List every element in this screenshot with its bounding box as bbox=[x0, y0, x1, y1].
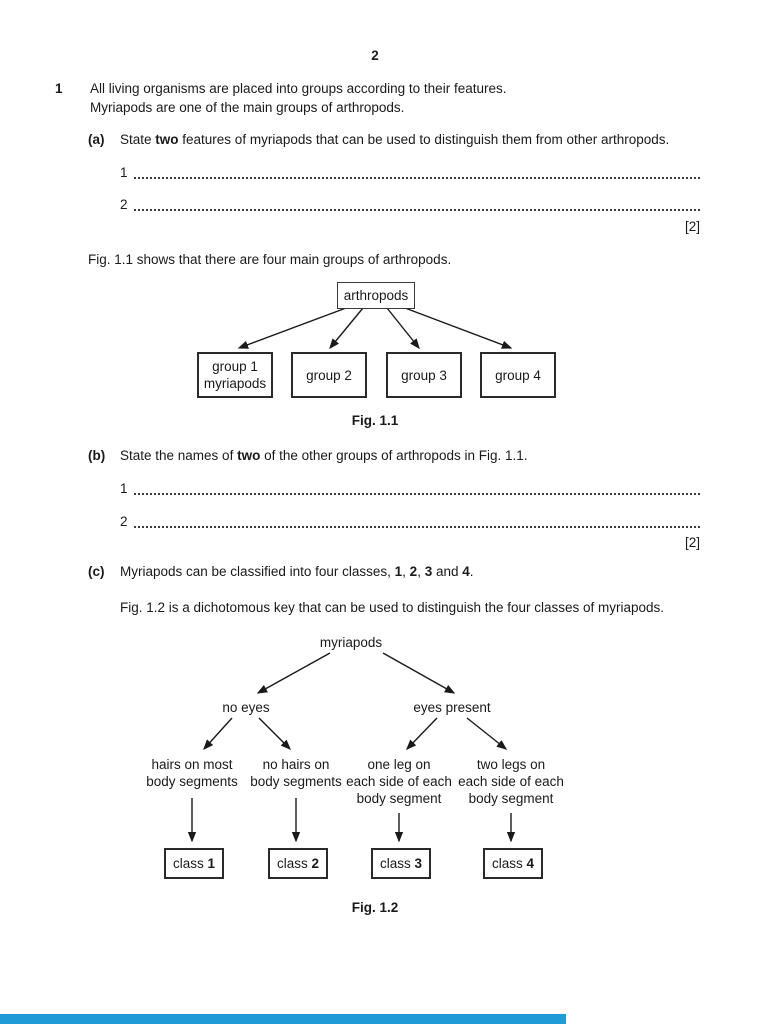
class-4-num: 4 bbox=[526, 856, 535, 871]
fig11-caption: Fig. 1.1 bbox=[351, 413, 399, 428]
leaf-4-line2: each side of each bbox=[458, 774, 564, 789]
class-box-1: class 1 bbox=[164, 848, 224, 879]
leaf-2-line2: body segments bbox=[250, 774, 342, 789]
marks-badge: [2] bbox=[684, 219, 700, 234]
group-box-3: group 3 bbox=[386, 352, 462, 398]
leaf-label-4: two legs on each side of each body segme… bbox=[451, 756, 571, 807]
part-c: (c) Myriapods can be classified into fou… bbox=[88, 562, 728, 581]
part-a-text-bold: two bbox=[155, 132, 179, 147]
part-c-sep3: and bbox=[432, 564, 463, 579]
part-b-text-pre: State the names of bbox=[120, 448, 238, 463]
arthropods-box: arthropods bbox=[337, 282, 415, 309]
group-box-2-line1: group 2 bbox=[306, 367, 352, 383]
answer-line: 1 bbox=[120, 162, 700, 182]
class-box-2: class 2 bbox=[268, 848, 328, 879]
part-a-text: State two features of myriapods that can… bbox=[120, 130, 669, 149]
marks-badge: [2] bbox=[684, 535, 700, 550]
class-2-prefix: class bbox=[276, 856, 312, 871]
group-box-1: group 1 myriapods bbox=[197, 352, 273, 398]
arthropods-box-label: arthropods bbox=[343, 288, 409, 303]
leaf-4-line1: two legs on bbox=[476, 757, 546, 772]
group-box-1-line2: myriapods bbox=[203, 376, 267, 391]
class-2-num: 2 bbox=[311, 856, 320, 871]
class-box-4: class 4 bbox=[483, 848, 543, 879]
group-box-4-line1: group 4 bbox=[495, 367, 541, 383]
question-intro-line2: Myriapods are one of the main groups of … bbox=[90, 100, 405, 115]
answer-line-number: 1 bbox=[120, 481, 128, 496]
class-box-1-label: class 1 bbox=[173, 855, 215, 872]
part-b-text-bold: two bbox=[237, 448, 261, 463]
class-box-2-label: class 2 bbox=[277, 855, 319, 872]
fig12-intro: Fig. 1.2 is a dichotomous key that can b… bbox=[120, 600, 665, 615]
fig12-branch-eyes-present: eyes present bbox=[413, 700, 491, 715]
group-box-3-line1: group 3 bbox=[401, 367, 447, 383]
page-number: 2 bbox=[371, 48, 379, 63]
part-b-text: State the names of two of the other grou… bbox=[120, 446, 528, 465]
leaf-1-line1: hairs on most bbox=[151, 757, 233, 772]
leaf-label-3: one leg on each side of each body segmen… bbox=[339, 756, 459, 807]
part-c-label: (c) bbox=[88, 564, 105, 579]
dotted-leader bbox=[133, 493, 700, 495]
dotted-leader bbox=[133, 177, 700, 179]
fig12-root-label: myriapods bbox=[319, 635, 383, 650]
class-box-4-label: class 4 bbox=[492, 855, 534, 872]
part-a-label: (a) bbox=[88, 132, 105, 147]
fig11-arrows bbox=[237, 307, 513, 350]
question-intro-text: All living organisms are placed into gro… bbox=[90, 79, 506, 117]
leaf-4-line3: body segment bbox=[468, 791, 554, 806]
class-box-3: class 3 bbox=[371, 848, 431, 879]
dotted-leader bbox=[133, 526, 700, 528]
group-box-1-line1: group 1 bbox=[212, 359, 258, 374]
answer-line-number: 2 bbox=[120, 514, 128, 529]
part-c-sep1: , bbox=[402, 564, 410, 579]
part-a-text-post: features of myriapods that can be used t… bbox=[178, 132, 670, 147]
part-c-text: Myriapods can be classified into four cl… bbox=[120, 562, 474, 581]
answer-line: 1 bbox=[120, 478, 700, 498]
leaf-3-line2: each side of each bbox=[346, 774, 452, 789]
leaf-3-line3: body segment bbox=[356, 791, 442, 806]
leaf-label-2: no hairs on body segments bbox=[241, 756, 351, 790]
part-b: (b) State the names of two of the other … bbox=[88, 446, 728, 465]
part-b-label: (b) bbox=[88, 448, 106, 463]
group-box-4: group 4 bbox=[480, 352, 556, 398]
class-3-prefix: class bbox=[379, 856, 415, 871]
class-3-num: 3 bbox=[414, 856, 423, 871]
answer-line: 2 bbox=[120, 194, 700, 214]
part-c-num1: 1 bbox=[394, 564, 403, 579]
fig11-diagram: arthropods group 1 myriapods group 2 gro… bbox=[0, 275, 768, 425]
part-a: (a) State two features of myriapods that… bbox=[88, 130, 728, 149]
question-intro-line1: All living organisms are placed into gro… bbox=[90, 81, 507, 96]
class-1-num: 1 bbox=[207, 856, 216, 871]
part-c-sep2: , bbox=[417, 564, 425, 579]
footer-accent-bar bbox=[0, 1014, 566, 1024]
leaf-2-line1: no hairs on bbox=[262, 757, 330, 772]
fig12-arrows bbox=[187, 652, 516, 843]
dotted-leader bbox=[133, 209, 700, 211]
fig12-caption: Fig. 1.2 bbox=[351, 900, 399, 915]
group-box-2: group 2 bbox=[291, 352, 367, 398]
fig12-diagram: myriapods no eyes eyes present hairs on … bbox=[0, 630, 768, 890]
class-4-prefix: class bbox=[491, 856, 527, 871]
part-c-num2: 2 bbox=[409, 564, 418, 579]
question-intro: 1 All living organisms are placed into g… bbox=[55, 79, 715, 117]
part-c-num4: 4 bbox=[462, 564, 470, 579]
question-number: 1 bbox=[55, 81, 63, 96]
part-c-num3: 3 bbox=[424, 564, 433, 579]
leaf-1-line2: body segments bbox=[146, 774, 238, 789]
leaf-3-line1: one leg on bbox=[367, 757, 431, 772]
part-a-text-pre: State bbox=[120, 132, 156, 147]
part-c-text-pre: Myriapods can be classified into four cl… bbox=[120, 564, 395, 579]
fig11-intro: Fig. 1.1 shows that there are four main … bbox=[88, 252, 452, 267]
class-box-3-label: class 3 bbox=[380, 855, 422, 872]
answer-line-number: 2 bbox=[120, 197, 128, 212]
part-b-text-post: of the other groups of arthropods in Fig… bbox=[260, 448, 528, 463]
part-c-text-end: . bbox=[469, 564, 474, 579]
answer-line-number: 1 bbox=[120, 165, 128, 180]
fig12-branch-no-eyes: no eyes bbox=[222, 700, 270, 715]
leaf-label-1: hairs on most body segments bbox=[137, 756, 247, 790]
class-1-prefix: class bbox=[172, 856, 208, 871]
answer-line: 2 bbox=[120, 511, 700, 531]
